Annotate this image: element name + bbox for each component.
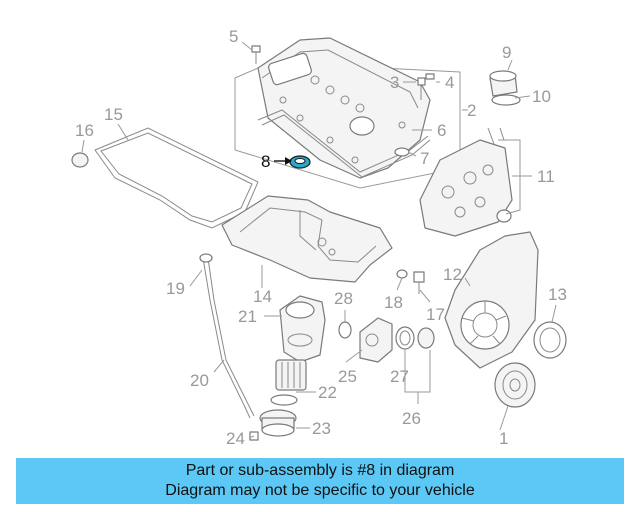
banner-line-2: Diagram may not be specific to your vehi… [165,482,475,499]
timing-cover-11 [419,127,513,237]
info-banner: Part or sub-assembly is #8 in diagram Di… [16,458,624,504]
callout-17: 17 [426,305,445,324]
callout-8-arrow [274,157,292,165]
seal-27 [395,326,435,350]
bolt-3 [417,73,435,100]
callout-27: 27 [390,367,409,386]
bracket-2 [234,67,461,189]
seal-28 [338,321,352,339]
callout-10: 10 [532,87,551,106]
callout-23: 23 [312,419,331,438]
timing-cover-12 [444,231,539,369]
valve-cover-gasket [257,109,431,178]
callout-25: 25 [338,367,357,386]
plug-18 [396,269,408,279]
callout-8: 8 [261,152,270,171]
callout-21: 21 [238,307,257,326]
callout-11: 11 [537,167,555,186]
callout-15: 15 [104,105,123,124]
callout-22: 22 [318,383,337,402]
valve-cover [257,37,431,179]
oil-filler-cap [489,70,521,106]
callout-14: 14 [253,287,272,306]
bracket-11 [498,139,521,215]
bolt-5 [251,45,261,64]
callout-4: 4 [445,73,454,92]
callout-24: 24 [226,429,245,448]
leader-lines [81,41,557,439]
oil-pan [221,195,393,283]
sensor-17 [413,271,425,294]
seal-13 [533,321,567,359]
callout-18: 18 [384,293,403,312]
callout-3: 3 [390,73,399,92]
callout-28: 28 [334,289,353,308]
callout-16: 16 [75,121,94,140]
housing-25 [359,317,393,363]
callout-6: 6 [437,121,446,140]
highlighted-part-8 [289,155,311,169]
plug-16 [71,152,89,168]
callout-9: 9 [502,43,511,62]
banner-line-1: Part or sub-assembly is #8 in diagram [185,462,455,479]
callout-7: 7 [420,149,429,168]
oil-filter-housing [279,295,326,363]
callout-1: 1 [499,429,508,448]
seal-7 [394,147,410,157]
callout-26: 26 [402,409,421,428]
callout-2: 2 [467,101,476,120]
oil-filter-element [270,359,307,406]
callout-13: 13 [548,285,567,304]
oil-filter-cap [259,409,297,437]
oil-pan-gasket [94,127,259,229]
callout-12: 12 [443,265,462,284]
callout-5: 5 [229,27,238,46]
pulley [494,362,536,408]
callout-19: 19 [166,279,185,298]
dipstick [199,253,255,419]
callout-20: 20 [190,371,209,390]
